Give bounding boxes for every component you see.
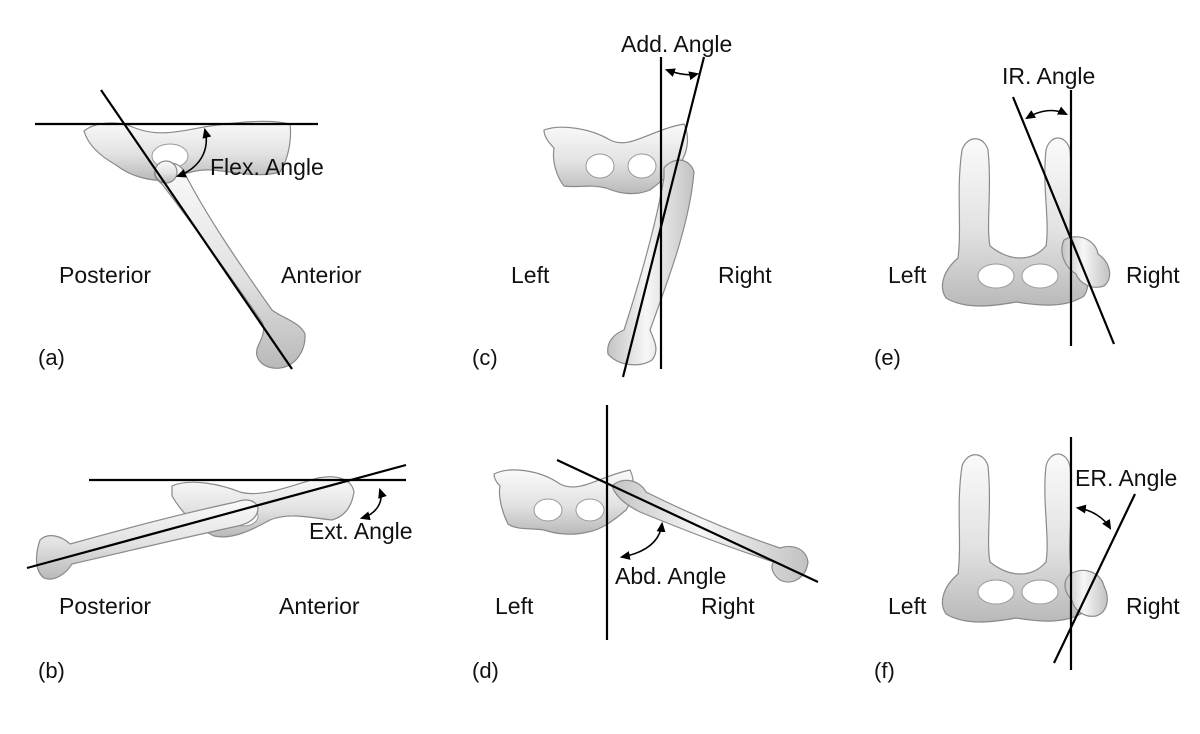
panel-e-right-label: Right: [1126, 262, 1180, 288]
panel-f-left-label: Left: [888, 593, 927, 619]
add-angle-label: Add. Angle: [621, 31, 732, 57]
ir-femur-axis-line: [1011, 96, 1116, 345]
panel-f-right-label: Right: [1126, 593, 1180, 619]
pelvis-frontal-view-abduction: [493, 469, 635, 535]
flex-angle-label: Flex. Angle: [210, 154, 324, 180]
pelvis-dorsal-view-er: [941, 453, 1089, 623]
panel-b-posterior-label: Posterior: [59, 593, 151, 619]
er-angle-label: ER. Angle: [1075, 465, 1177, 491]
panel-e-left-label: Left: [888, 262, 927, 288]
abd-angle-arrow: [619, 521, 666, 560]
panel-e: IR. Angle Left Right (e): [874, 63, 1180, 370]
pelvis-frontal-view: [543, 123, 689, 195]
panel-c-tag: (c): [472, 345, 498, 370]
ext-angle-arrow: [359, 487, 387, 521]
ir-angle-arrow: [1025, 106, 1069, 120]
panel-a-anterior-label: Anterior: [281, 262, 362, 288]
ext-femur-axis-line: [26, 463, 407, 570]
panel-c: Add. Angle Left Right (c): [472, 31, 772, 378]
add-angle-arrow: [664, 68, 700, 81]
panel-c-left-label: Left: [511, 262, 550, 288]
flex-femur-axis-line: [100, 89, 293, 370]
panel-a-posterior-label: Posterior: [59, 262, 151, 288]
panel-d-tag: (d): [472, 658, 499, 683]
panel-e-tag: (e): [874, 345, 901, 370]
ext-angle-label: Ext. Angle: [309, 518, 413, 544]
flex-angle-arrow: [175, 127, 212, 178]
femur-internal-rotation: [1061, 236, 1111, 288]
er-angle-arrow: [1075, 504, 1112, 530]
add-femur-axis-line: [621, 56, 706, 378]
panel-b-anterior-label: Anterior: [279, 593, 360, 619]
abd-femur-axis-line: [556, 459, 819, 583]
panel-c-right-label: Right: [718, 262, 772, 288]
abd-angle-label: Abd. Angle: [615, 563, 726, 589]
panel-a-tag: (a): [38, 345, 65, 370]
panel-b: Ext. Angle Posterior Anterior (b): [26, 463, 413, 683]
er-femur-axis-line: [1053, 493, 1136, 664]
panel-b-tag: (b): [38, 658, 65, 683]
panel-a: Flex. Angle Posterior Anterior (a): [35, 89, 362, 370]
panel-f-tag: (f): [874, 658, 895, 683]
panel-d-left-label: Left: [495, 593, 534, 619]
femur-extended: [35, 499, 259, 580]
ir-angle-label: IR. Angle: [1002, 63, 1095, 89]
panel-f: ER. Angle Left Right (f): [874, 437, 1180, 683]
pelvis-dorsal-view: [941, 137, 1089, 307]
panel-d: Abd. Angle Left Right (d): [472, 405, 819, 683]
panel-d-right-label: Right: [701, 593, 755, 619]
